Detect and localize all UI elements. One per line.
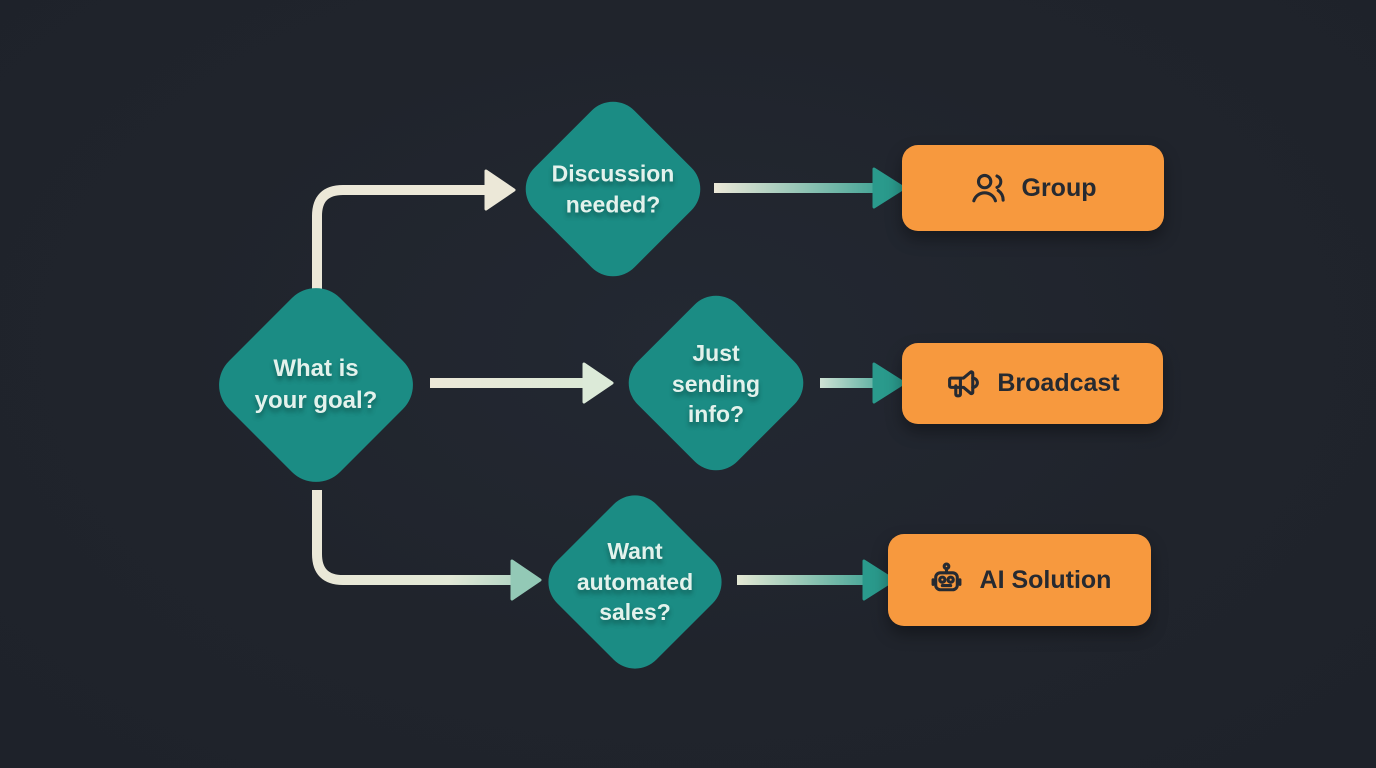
arrowhead-icon — [872, 167, 906, 209]
arrowhead-icon — [510, 559, 542, 601]
arrowhead-icon — [484, 169, 516, 211]
users-icon — [970, 170, 1007, 207]
decision-root-label: What is your goal? — [254, 355, 378, 414]
result-broadcast: Broadcast — [902, 343, 1163, 424]
decision-sales-label: Want automated sales? — [576, 538, 694, 626]
connector-root-to-discussion — [312, 169, 516, 365]
megaphone-icon — [945, 365, 982, 402]
result-ai-solution: AI Solution — [888, 534, 1151, 626]
arrowhead-icon — [872, 362, 906, 404]
result-broadcast-label: Broadcast — [997, 369, 1120, 397]
result-ai-solution-label: AI Solution — [979, 565, 1112, 594]
connector-sales-to-ai — [737, 559, 896, 601]
connector-root-to-sending — [430, 362, 614, 404]
decision-sending-label: Just sending info? — [671, 340, 761, 428]
arrowhead-icon — [862, 559, 896, 601]
decision-discussion-label: Discussion needed? — [551, 160, 675, 217]
connector-discussion-to-group — [714, 167, 906, 209]
connector-root-to-sales — [312, 490, 542, 601]
result-group: Group — [902, 145, 1164, 231]
robot-icon — [928, 561, 965, 599]
arrowhead-icon — [582, 362, 614, 404]
connector-sending-to-broadcast — [820, 362, 906, 404]
result-group-label: Group — [1021, 173, 1097, 202]
